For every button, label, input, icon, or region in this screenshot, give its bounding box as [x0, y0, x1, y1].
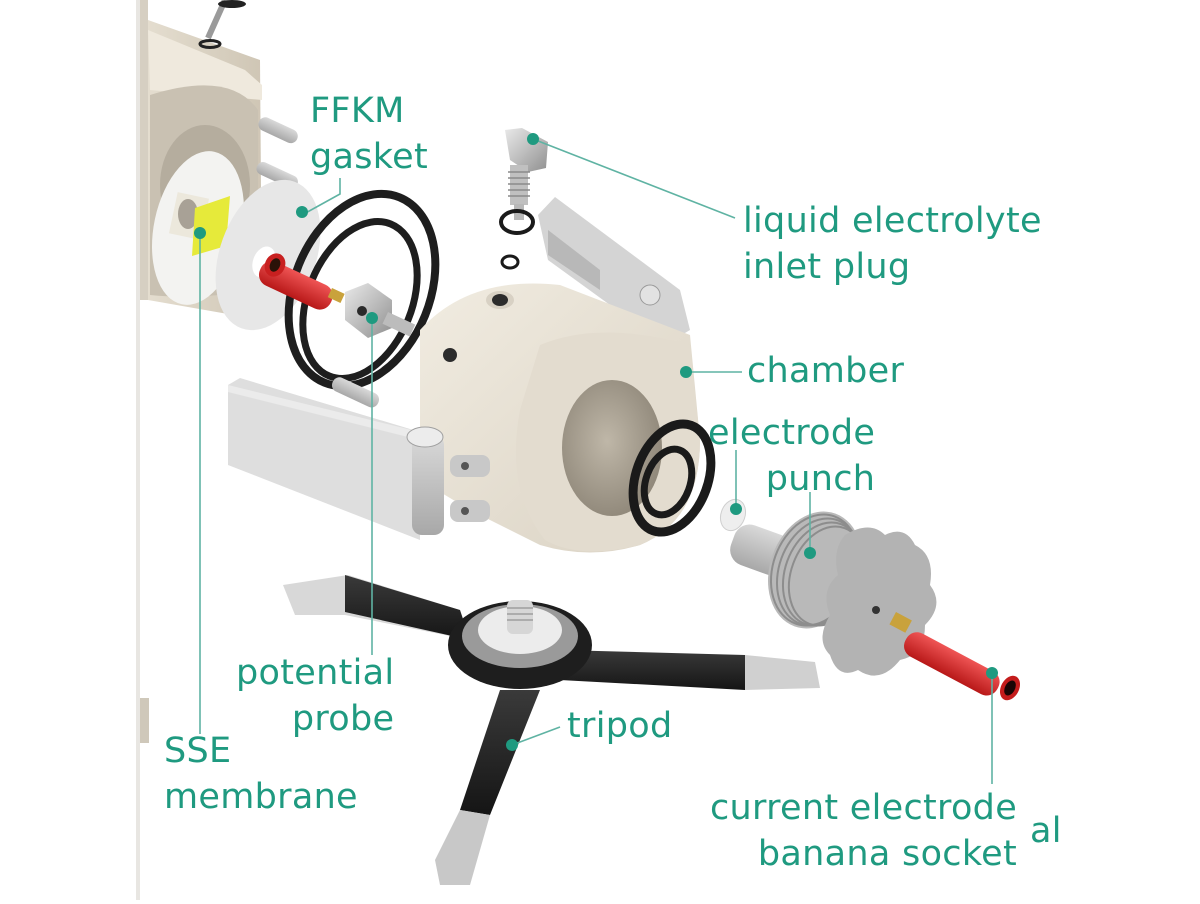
label-line: FFKM [310, 91, 405, 131]
ffkm-gasket-leader [301, 178, 341, 216]
clamp-plate [228, 378, 420, 540]
leader-lines [194, 133, 998, 784]
inlet-plug-leader [532, 138, 736, 219]
label-line: liquid electrolyte [743, 201, 1042, 241]
banana-socket-leader-dot [986, 667, 998, 679]
label-line: banana socket [757, 834, 1018, 874]
label-tripod: tripod [567, 703, 672, 749]
inlet-plug-leader-dot [527, 133, 539, 145]
chamber-o-rings [628, 419, 716, 537]
label-line: tripod [567, 706, 673, 746]
tripod-stand [283, 575, 820, 885]
red-banana-plug [258, 253, 345, 310]
label-sse-membrane: SSE membrane [164, 728, 358, 820]
label-current-electrode-banana-socket: current electrode banana socket [710, 785, 1017, 877]
label-ffkm-gasket: FFKM gasket [310, 88, 428, 180]
punch-leader-dot [804, 547, 816, 559]
chamber-leader-dot [680, 366, 692, 378]
label-liquid-electrolyte-inlet-plug: liquid electrolyte inlet plug [743, 198, 1042, 290]
label-line: SSE [164, 731, 232, 771]
small-o-rings [499, 209, 535, 270]
electrode-leader-dot [730, 503, 742, 515]
label-line: membrane [164, 777, 358, 817]
ffkm-gasket-leader-dot [296, 206, 308, 218]
potential-probe-leader-dot [366, 312, 378, 324]
label-line: al [1030, 811, 1062, 851]
tripod-leader-dot [506, 739, 518, 751]
sse-membrane-leader-dot [194, 227, 206, 239]
label-potential-probe: potential probe [236, 650, 394, 742]
label-line: punch [765, 459, 876, 499]
label-line: electrode [708, 413, 876, 453]
banana-socket [889, 612, 1021, 701]
left-edge-strip [136, 0, 149, 900]
label-line: gasket [310, 137, 428, 177]
label-line: potential [236, 653, 395, 693]
clamp-bracket [538, 197, 690, 345]
label-line: inlet plug [743, 247, 911, 287]
electrode-punch-threaded [730, 511, 937, 676]
label-line: chamber [747, 351, 905, 391]
tripod-leader [511, 726, 561, 746]
label-line: current electrode [710, 788, 1018, 828]
hinge [406, 426, 490, 535]
label-electrode-punch: electrode punch [708, 410, 875, 502]
label-chamber: chamber [747, 348, 904, 394]
label-line: probe [291, 699, 395, 739]
label-cropped-label-fragment: al [1030, 808, 1062, 854]
